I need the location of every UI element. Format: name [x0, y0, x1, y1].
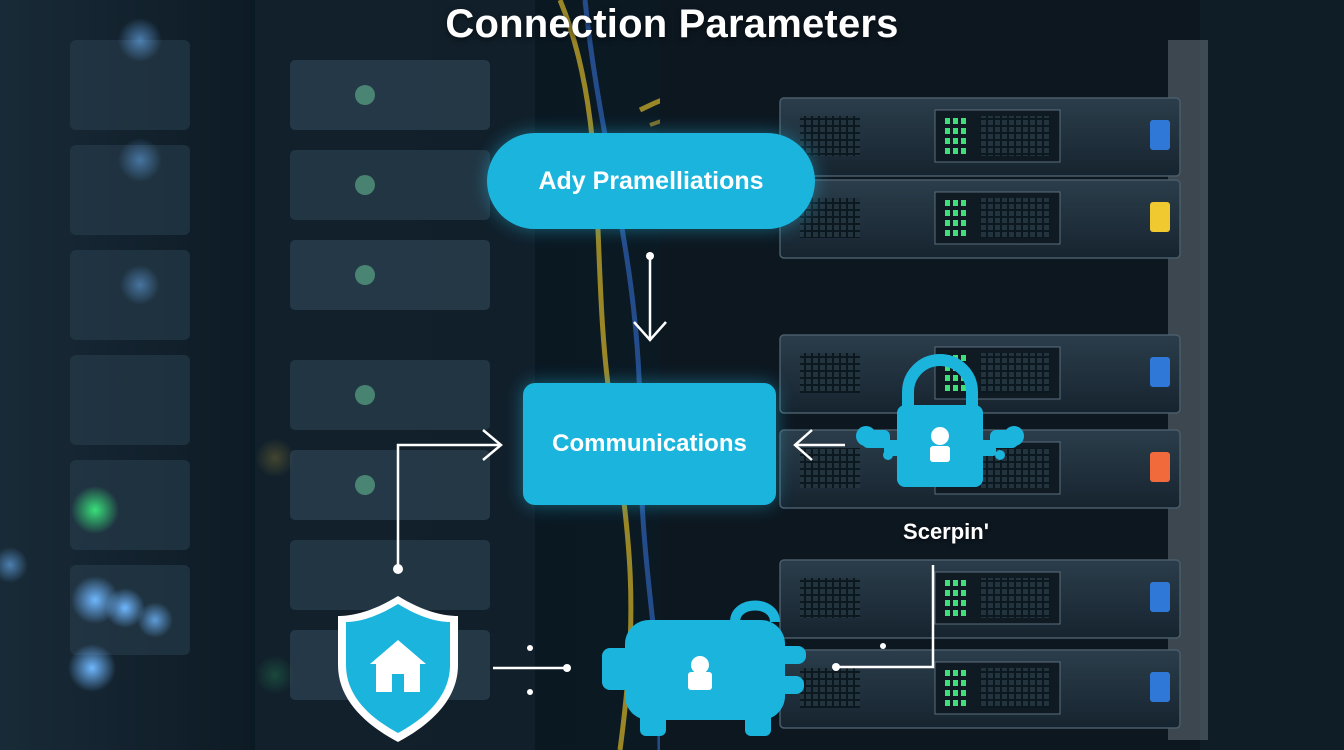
- locked-device-icon: [602, 600, 806, 736]
- server-unit: [779, 97, 1181, 177]
- server-unit: [779, 649, 1181, 729]
- apply-parameters-node: Ady Pramelliations: [487, 133, 815, 229]
- connector-dot: [527, 645, 533, 651]
- arrow-shield-to-communications: [396, 443, 500, 569]
- arrowhead-right: [482, 429, 503, 461]
- padlock-icon: [856, 354, 1024, 487]
- connector-dot: [563, 664, 571, 672]
- connector-dot: [832, 663, 840, 671]
- encryption-caption: Scerpin': [903, 519, 989, 544]
- server-unit: [779, 559, 1181, 639]
- arrowhead-down: [633, 321, 667, 342]
- communications-node: Communications: [523, 383, 776, 505]
- server-unit: [779, 334, 1181, 414]
- connector-dot: [880, 643, 886, 649]
- shield-home-icon: [338, 596, 458, 742]
- arrowhead-left: [793, 429, 813, 461]
- diagram-title: Connection Parameters: [445, 2, 899, 46]
- server-unit: [779, 179, 1181, 259]
- connector-dot: [527, 689, 533, 695]
- connector-caption-to-device: [836, 565, 935, 669]
